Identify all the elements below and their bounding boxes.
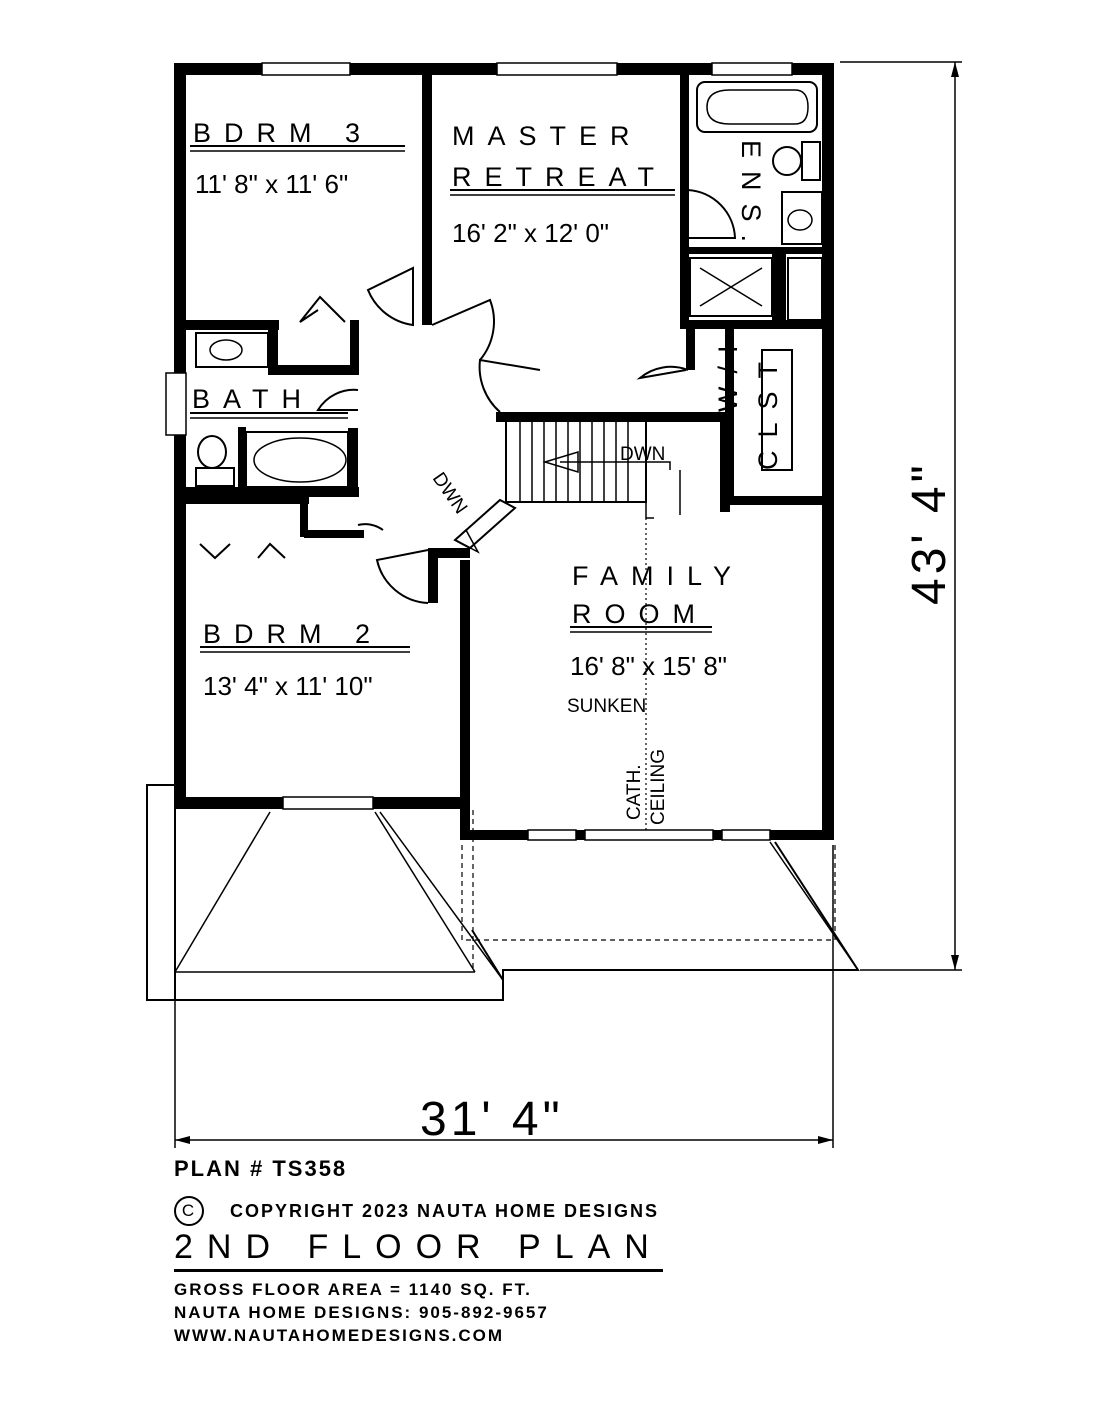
stair-down-landing: DWN	[428, 469, 471, 518]
room-labels: BDRM 3 11' 8" x 11' 6" MASTER RETREAT 16…	[190, 118, 783, 825]
plumbing-fixtures	[195, 81, 823, 488]
master-name-line1: MASTER	[452, 121, 643, 151]
family-name-line2: ROOM	[572, 599, 708, 629]
walk-in-closet-name-line1: W/I	[713, 333, 743, 413]
designer-phone: NAUTA HOME DESIGNS: 905-892-9657	[174, 1303, 549, 1322]
staircase	[453, 419, 681, 830]
master-name-line2: RETREAT	[452, 162, 667, 192]
windows	[165, 62, 793, 841]
dimension-lines: 31' 4" 43' 4"	[174, 61, 962, 1148]
roof-outline	[146, 784, 860, 1001]
depth-dimension: 43' 4"	[903, 461, 956, 605]
bath-name: BATH	[192, 384, 314, 414]
master-size: 16' 2" x 12' 0"	[452, 218, 609, 248]
bedroom2-size: 13' 4" x 11' 10"	[203, 671, 373, 701]
bedroom2-name: BDRM 2	[203, 619, 383, 649]
interior-walls	[174, 63, 834, 603]
plan-number: PLAN # TS358	[174, 1156, 348, 1181]
plan-title: 2ND FLOOR PLAN	[174, 1228, 663, 1272]
bedroom3-name: BDRM 3	[193, 118, 373, 148]
stair-down-main: DWN	[620, 444, 665, 465]
walk-in-closet-name-line2: CLST	[753, 349, 783, 470]
doors	[199, 189, 737, 604]
copyright-text: COPYRIGHT 2023 NAUTA HOME DESIGNS	[230, 1200, 660, 1221]
family-size: 16' 8" x 15' 8"	[570, 651, 727, 681]
gross-floor-area: GROSS FLOOR AREA = 1140 SQ. FT.	[174, 1280, 532, 1299]
width-dimension: 31' 4"	[420, 1093, 564, 1146]
ceiling-note-line2: CEILING	[648, 749, 669, 825]
family-name-line1: FAMILY	[572, 561, 744, 591]
family-note: SUNKEN	[567, 696, 646, 717]
copyright-line: C COPYRIGHT 2023 NAUTA HOME DESIGNS	[174, 1196, 659, 1226]
ensuite-name: ENS.	[736, 140, 766, 255]
floor-plan-drawing: BDRM 3 11' 8" x 11' 6" MASTER RETREAT 16…	[146, 61, 962, 1148]
copyright-icon: C	[174, 1196, 204, 1226]
bedroom3-size: 11' 8" x 11' 6"	[195, 169, 348, 199]
designer-website: WWW.NAUTAHOMEDESIGNS.COM	[174, 1326, 505, 1345]
ceiling-note-line1: CATH.	[624, 764, 645, 820]
